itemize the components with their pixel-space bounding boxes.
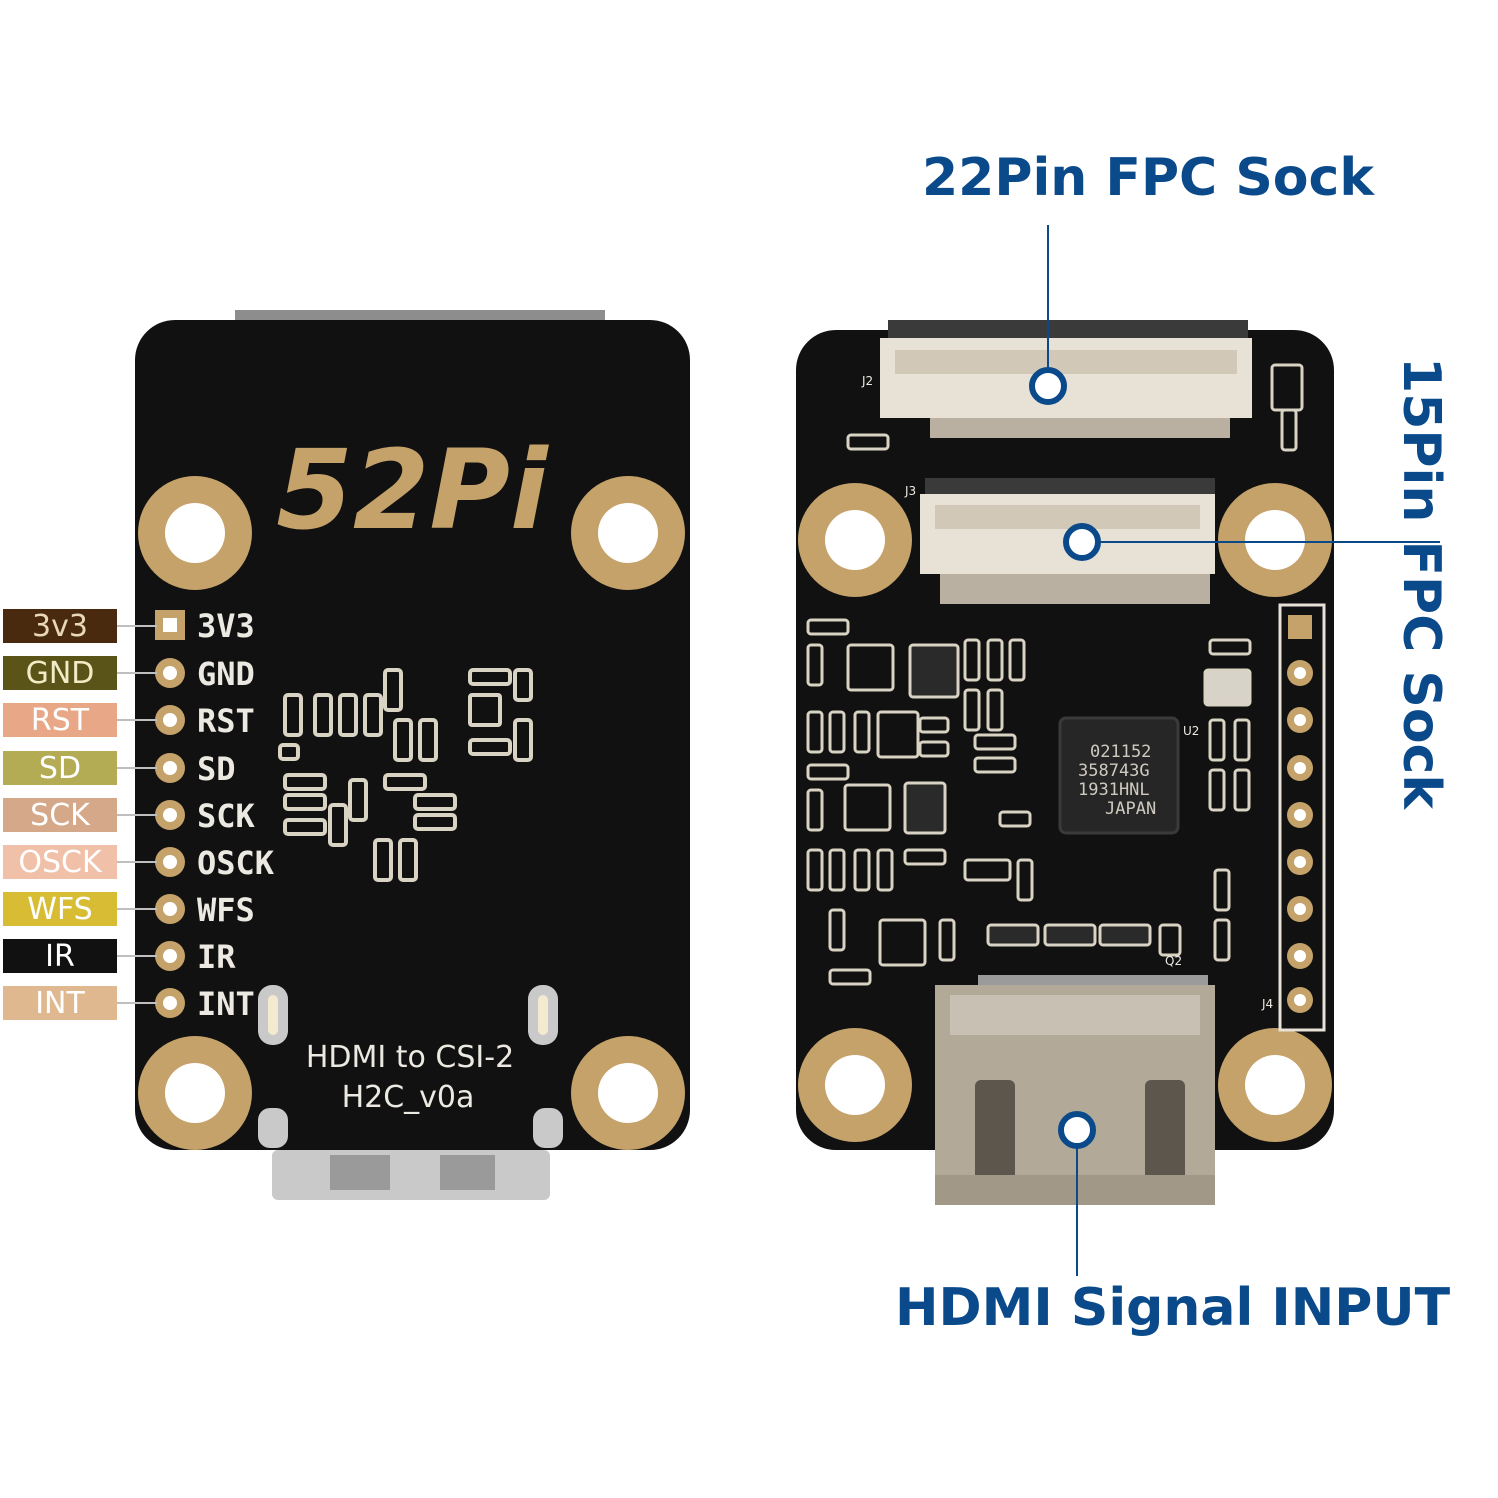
chip-line: 1931HNL [1078,780,1150,800]
back-hdmi-slot [330,1155,390,1190]
back-leds [258,985,563,1148]
pin-legend-wfs: WFS [3,892,117,927]
callout-fpc15: 15Pin FPC Sock [1390,357,1451,809]
pin-lead-line [117,814,157,816]
pin-legend-ir: IR [3,939,117,974]
back-silk-pin-labels: 3V3 GND RST SD SCK OSCK WFS IR INT [197,607,275,1023]
ref-label: U2 [1183,724,1199,738]
leader-hdmi [1076,1146,1078,1276]
leader-fpc22 [1047,225,1049,370]
chip-line: 358743G [1078,761,1150,781]
pin-legend-int: INT [3,986,117,1021]
fpc15-connector [920,478,1215,604]
silk-pin-label: IR [197,938,236,976]
front-smd-cluster [806,363,1304,986]
front-board: 021152 358743G 1931HNL JAPAN [796,320,1334,1205]
ref-label: Q2 [1165,954,1182,968]
ref-label: J2 [861,374,873,388]
silk-pin-label: SD [197,750,236,788]
ref-label: J4 [1261,997,1273,1011]
front-mounting-holes [798,483,1332,1142]
front-ref-labels: J2 J3 U2 J4 Q2 [861,374,1273,1011]
silk-pin-label: SCK [197,797,256,835]
back-version: H2C_v0a [342,1080,475,1115]
bridge-chip [1058,716,1180,835]
silk-pin-label: 3V3 [197,607,255,645]
back-logo: 52Pi [276,426,549,554]
callout-hdmi: HDMI Signal INPUT [895,1278,1451,1338]
pin-legend-sd: SD [3,751,117,786]
pin-lead-line [117,955,157,957]
silk-pin-label: GND [197,655,255,693]
pin-lead-line [117,767,157,769]
callout-markers [1029,367,1101,1149]
pin-lead-line [117,625,157,627]
pin-legend-rst: RST [3,703,117,738]
chip-line: JAPAN [1105,799,1156,819]
chip-line: 021152 [1090,742,1151,762]
fpc22-connector [880,320,1252,438]
pin-legend-sck: SCK [3,798,117,833]
back-smd-cluster [278,668,533,882]
pin-legend-3v3: 3v3 [3,609,117,644]
back-title: HDMI to CSI-2 [306,1040,514,1075]
chip-marking: 021152 358743G 1931HNL JAPAN [1078,742,1156,819]
silk-pin-label: INT [197,985,255,1023]
silk-pin-label: RST [197,702,255,740]
ref-label: J3 [904,484,916,498]
back-board: 52Pi 3V3 GND RST SD SCK OSCK WFS IR INT … [135,310,690,1200]
back-mounting-holes [138,476,685,1150]
pin-lead-line [117,672,157,674]
pin-lead-line [117,1002,157,1004]
back-pin-pads [155,610,185,1018]
pin-lead-line [117,861,157,863]
pin-lead-line [117,908,157,910]
leader-fpc15 [1098,541,1440,543]
callout-fpc22: 22Pin FPC Sock [922,148,1374,208]
back-hdmi-slot [440,1155,495,1190]
back-hdmi-shell [272,1150,550,1200]
pin-lead-line [117,719,157,721]
front-pin-header [1278,603,1326,1032]
silk-pin-label: WFS [197,891,255,929]
pin-legend-osck: OSCK [3,845,117,880]
silk-pin-label: OSCK [197,844,275,882]
hdmi-connector [935,975,1215,1205]
pin-legend-gnd: GND [3,656,117,691]
